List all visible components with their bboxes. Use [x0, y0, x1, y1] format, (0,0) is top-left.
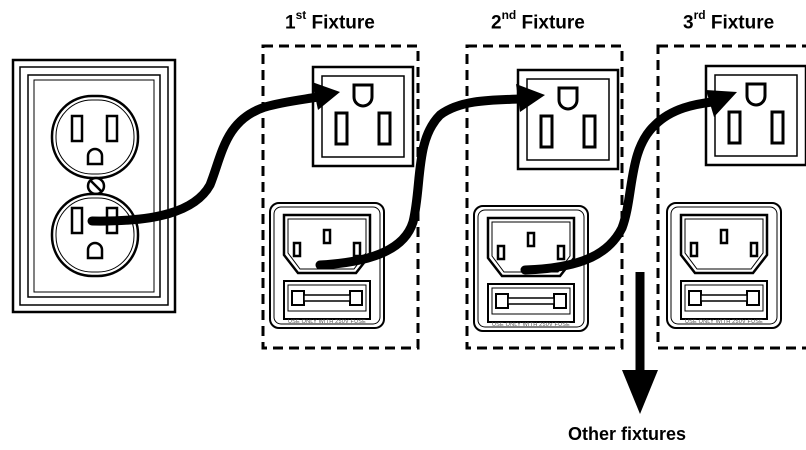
fixture-3: USE ONLY WITH 250V FUSE: [656, 44, 806, 350]
fixture-1-outlet: [311, 65, 415, 168]
fixture-2-inlet: USE ONLY WITH 250V FUSE: [472, 204, 590, 333]
connection-arrow-fixture-1-to-fixture-2: [315, 84, 545, 270]
fixture-2: USE ONLY WITH 250V FUSE: [465, 44, 624, 350]
wall-outlet: [11, 58, 177, 314]
fixture-3-label: 3rd Fixture: [683, 8, 775, 34]
fixture-3-dashed-box: [656, 44, 806, 350]
fixture-2-dashed-box: [465, 44, 624, 350]
fixture-1-word: Fixture: [311, 12, 375, 34]
fixture-3-fuse-label: USE ONLY WITH 250V FUSE: [685, 319, 763, 325]
fixture-2-suffix: nd: [501, 8, 517, 22]
fixture-2-number: 2: [491, 12, 502, 34]
fixture-1: USE ONLY WITH 250V FUSE: [261, 44, 420, 350]
fixture-3-suffix: rd: [693, 8, 706, 22]
down-arrow-other-fixtures: [622, 272, 658, 414]
fixture-2-outlet: [516, 68, 620, 171]
connection-arrow-wall-to-fixture-1: [87, 82, 340, 226]
fixture-3-inlet: USE ONLY WITH 250V FUSE: [665, 201, 783, 330]
fixture-2-word: Fixture: [521, 12, 585, 34]
fixture-3-number: 3: [683, 12, 694, 34]
fixture-3-outlet: [704, 64, 806, 167]
fixture-1-suffix: st: [295, 8, 307, 22]
fixture-1-inlet: USE ONLY WITH 250V FUSE: [268, 201, 386, 330]
fixture-2-label: 2nd Fixture: [491, 8, 585, 34]
other-fixtures-label: Other fixtures: [568, 424, 687, 444]
fixture-1-fuse-label: USE ONLY WITH 250V FUSE: [288, 319, 366, 325]
connection-arrow-fixture-2-to-fixture-3: [520, 90, 737, 275]
fixture-1-label: 1st Fixture: [285, 8, 375, 34]
fixture-1-number: 1: [285, 12, 296, 34]
fixture-3-word: Fixture: [710, 12, 775, 34]
fixture-2-fuse-label: USE ONLY WITH 250V FUSE: [492, 322, 570, 328]
